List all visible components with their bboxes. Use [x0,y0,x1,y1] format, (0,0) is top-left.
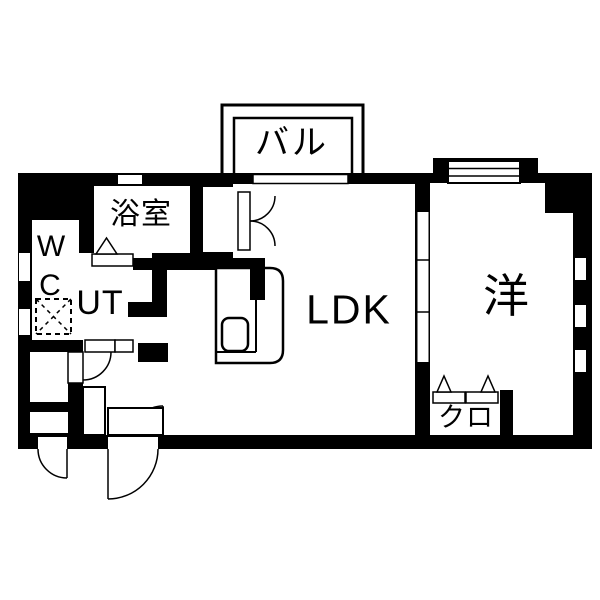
utility-swing-door [67,339,134,384]
toilet-label-c: C [39,269,61,302]
right-wall-window-slit-3 [575,350,586,372]
closet-folding-doors [432,374,499,404]
top-wall-window-slit [118,175,142,184]
ldk-double-swing-door [237,191,276,251]
ldk-label: LDK [306,286,392,333]
western-room-label: 洋 [483,270,529,322]
entrance-cabinets [82,386,164,436]
bathroom-folding-door [91,236,134,267]
closet-floor [432,403,500,435]
ldk-upper-floor [233,184,415,268]
western-room-window [447,160,521,184]
entrance-closet-b [30,412,68,433]
left-wall-window-slit-1 [19,253,30,281]
left-wall-window-slit-2 [19,309,30,335]
bathroom-label: 浴室 [110,198,172,231]
kitchen-side-floor [167,270,218,317]
partition-sliding-door [417,212,429,362]
balcony-outline [220,103,365,182]
service-door-opening [38,437,67,449]
right-wall-window-slit-2 [575,305,586,327]
washing-machine-symbol [35,298,72,335]
right-wall-window-slit-1 [575,258,586,280]
utility-label: UT [76,284,124,322]
kitchen-wall-stub [250,262,265,300]
kitchen-sink [220,316,250,353]
entrance-door-opening [108,437,158,449]
kitchen-counter [214,262,285,365]
bathroom-floor [94,186,190,253]
service-door-swing [37,448,68,479]
closet-label: クロ [438,402,494,433]
entrance-door-swing [107,448,159,500]
balcony-door-frame [252,173,349,185]
entrance-closet-a [30,352,68,402]
toilet-label-w: W [36,230,66,263]
balcony-label: バル [255,124,329,162]
